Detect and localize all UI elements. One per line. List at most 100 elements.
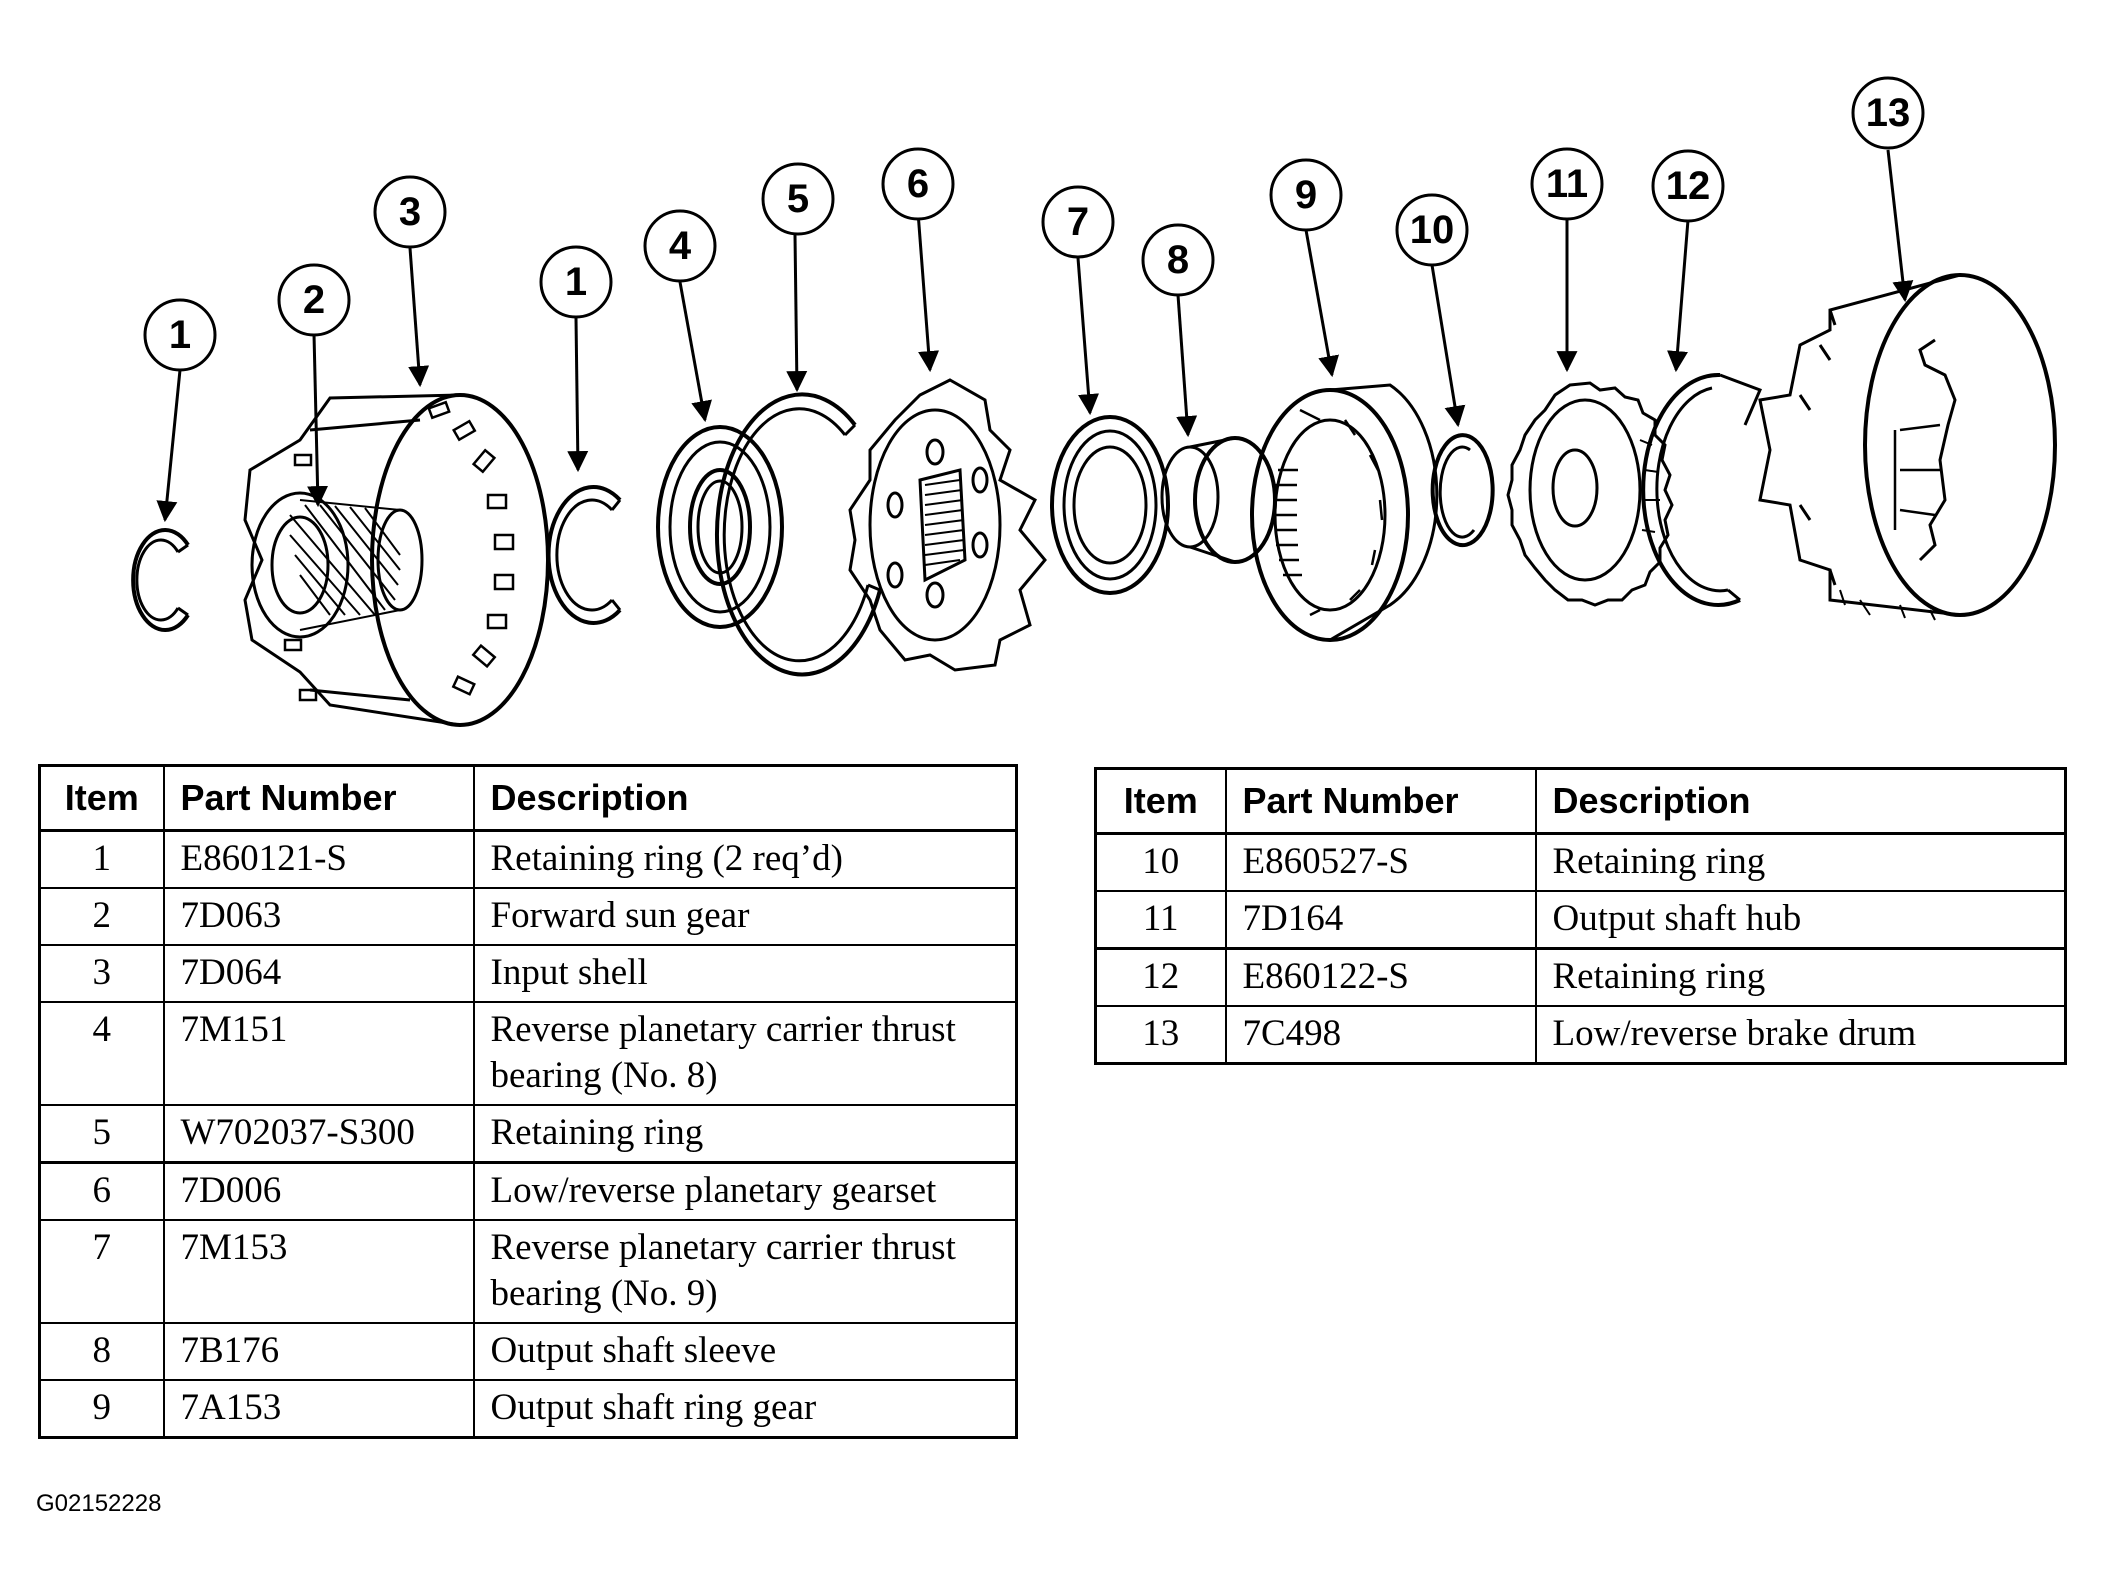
callout-7-label: 7 [1067,200,1089,244]
cell-part-number: 7D063 [162,887,475,946]
cell-item: 10 [1094,832,1227,892]
callout-3-label: 3 [399,190,421,234]
part-input-shell [243,393,550,727]
callout-1b: 1 [539,245,613,319]
exploded-view-svg: 1 2 3 1 4 5 6 7 8 9 10 11 12 13 [131,76,2057,727]
part-ring-gear [1250,383,1439,642]
cell-description: Low/reverse brake drum [1534,1005,2067,1065]
callout-1b-label: 1 [565,260,587,304]
table-header-row: Item Part Number Description [1094,767,2067,835]
table-header-row: Item Part Number Description [38,764,1018,832]
cell-description: Reverse planetary carrier thrust bearing… [472,1219,1018,1324]
cell-item: 7 [38,1219,165,1324]
callout-12-label: 12 [1666,164,1711,208]
cell-description: Retaining ring (2 req’d) [472,829,1018,889]
cell-item: 4 [38,1001,165,1106]
callout-9: 9 [1269,158,1343,232]
cell-item: 12 [1094,947,1227,1007]
cell-description: Reverse planetary carrier thrust bearing… [472,1001,1018,1106]
cell-item: 2 [38,887,165,946]
cell-description: Retaining ring [1534,832,2067,892]
callout-10: 10 [1395,193,1469,267]
cell-part-number: 7M151 [162,1001,475,1106]
callout-8: 8 [1141,223,1215,297]
part-output-shaft-sleeve [1160,436,1277,564]
cell-item: 5 [38,1104,165,1164]
callout-9-label: 9 [1295,173,1317,217]
cell-description: Input shell [472,944,1018,1003]
callout-5: 5 [761,162,835,236]
cell-description: Forward sun gear [472,887,1018,946]
callout-1a-label: 1 [169,313,191,357]
header-part-number: Part Number [162,764,475,832]
cell-item: 11 [1094,890,1227,950]
exploded-parts-diagram: 1 2 3 1 4 5 6 7 8 9 10 11 12 13 [0,0,2101,740]
callout-leaders [156,149,1914,523]
part-thrust-bearing-no8 [656,425,784,629]
header-item: Item [1094,767,1227,835]
cell-item: 6 [38,1161,165,1221]
callout-10-label: 10 [1410,208,1455,252]
callout-5-label: 5 [787,177,809,221]
callout-13: 13 [1851,76,1925,150]
callout-8-label: 8 [1167,238,1189,282]
cell-description: Retaining ring [1534,947,2067,1007]
callout-11-label: 11 [1546,162,1588,206]
callout-4-label: 4 [669,224,692,268]
cell-description: Output shaft sleeve [472,1322,1018,1381]
cell-item: 3 [38,944,165,1003]
callout-bubbles: 1 2 3 1 4 5 6 7 8 9 10 11 12 13 [143,76,1925,372]
header-description: Description [1534,767,2067,835]
callout-4: 4 [643,209,717,283]
cell-description: Output shaft ring gear [472,1379,1018,1439]
header-item: Item [38,764,165,832]
callout-12: 12 [1651,149,1725,223]
cell-part-number: E860122-S [1224,947,1537,1007]
cell-part-number: 7D006 [162,1161,475,1221]
part-brake-drum [1758,273,2057,621]
cell-item: 1 [38,829,165,889]
cell-part-number: E860527-S [1224,832,1537,892]
cell-part-number: 7C498 [1224,1005,1537,1065]
cell-item: 8 [38,1322,165,1381]
cell-description: Output shaft hub [1534,890,2067,950]
cell-part-number: 7B176 [162,1322,475,1381]
cell-part-number: 7M153 [162,1219,475,1324]
part-retaining-ring-5 [714,392,882,677]
cell-part-number: 7D164 [1224,890,1537,950]
callout-13-label: 13 [1866,91,1911,135]
callout-2-label: 2 [303,278,325,322]
part-planetary-gearset [848,378,1047,672]
cell-part-number: 7D064 [162,944,475,1003]
cell-part-number: 7A153 [162,1379,475,1439]
cell-part-number: E860121-S [162,829,475,889]
callout-7: 7 [1041,185,1115,259]
header-part-number: Part Number [1224,767,1537,835]
part-output-shaft-hub [1506,381,1674,607]
cell-item: 13 [1094,1005,1227,1065]
callout-11: 11 [1530,147,1604,221]
callout-3: 3 [373,175,447,249]
part-thrust-bearing-no9 [1050,415,1170,595]
callout-2: 2 [277,263,351,337]
part-retaining-ring-10 [1430,433,1495,548]
part-retaining-ring-1a [131,528,190,632]
cell-part-number: W702037-S300 [162,1104,475,1164]
callout-6-label: 6 [907,162,929,206]
